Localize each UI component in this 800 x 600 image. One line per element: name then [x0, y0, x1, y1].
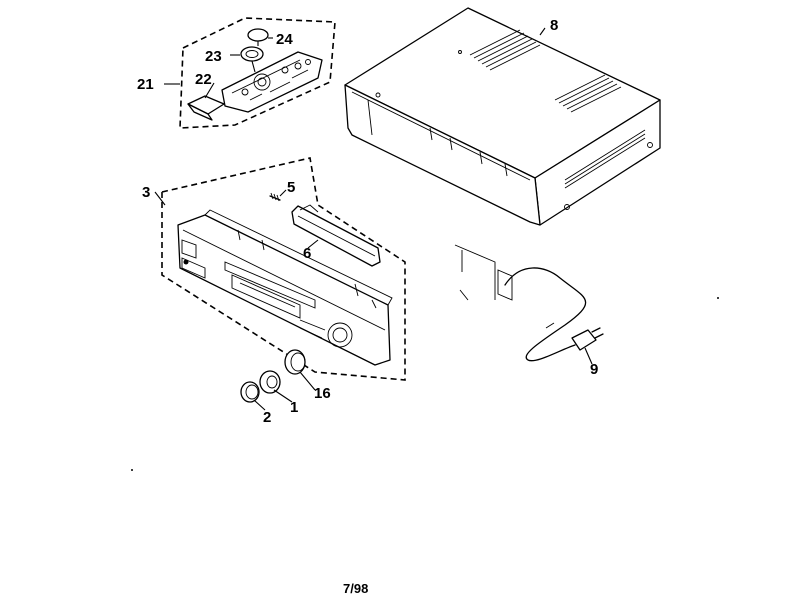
label-part-24: 24	[276, 31, 293, 48]
remote-control-group	[179, 17, 336, 129]
label-part-21: 21	[137, 76, 154, 93]
front-vents	[564, 129, 646, 189]
label-part-6: 6	[303, 245, 311, 262]
screw-part	[269, 192, 281, 202]
knob-parts	[240, 349, 306, 403]
label-part-1: 1	[290, 399, 298, 416]
label-part-3: 3	[142, 184, 150, 201]
footer-date: 7/98	[343, 581, 368, 596]
bracket-part	[291, 204, 381, 267]
label-part-8: 8	[550, 17, 558, 34]
top-cabinet-cover	[344, 7, 661, 226]
label-part-22: 22	[195, 71, 212, 88]
leader-lines	[154, 27, 593, 411]
label-part-5: 5	[287, 179, 295, 196]
label-part-16: 16	[314, 385, 331, 402]
power-cord	[454, 244, 604, 362]
front-panel-group	[161, 157, 406, 381]
label-part-9: 9	[590, 361, 598, 378]
label-part-2: 2	[263, 409, 271, 426]
top-vents	[469, 29, 622, 113]
label-part-23: 23	[205, 48, 222, 65]
